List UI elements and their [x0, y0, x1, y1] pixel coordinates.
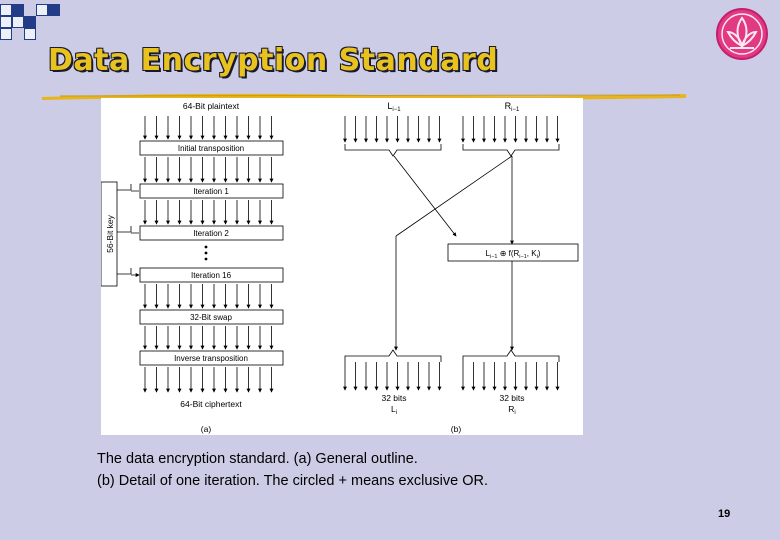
right-output-bits: 32 bits	[499, 393, 524, 403]
caption-line: The data encryption standard. (a) Genera…	[97, 451, 418, 467]
des-diagram: 64-Bit plaintext Initial transposition I…	[101, 98, 583, 435]
key-label: 56-Bit key	[105, 214, 115, 253]
merge-bracket	[462, 349, 560, 362]
crossover-lines	[393, 155, 514, 351]
xor-function-label: Li−1 ⊕ f(Ri−1, Ki)	[486, 249, 541, 260]
right-input-label: Ri−1	[505, 101, 520, 113]
left-input-label: Li−1	[387, 101, 401, 113]
box-label: 32-Bit swap	[190, 313, 232, 322]
plaintext-label: 64-Bit plaintext	[183, 101, 240, 111]
decor-square	[0, 28, 12, 40]
box-iteration-1	[139, 183, 284, 199]
panel-a-label: (a)	[201, 424, 212, 434]
box-label: Iteration 2	[193, 229, 229, 238]
merge-bracket	[344, 349, 442, 362]
xor-function-box	[447, 243, 579, 262]
left-output-label: Li	[391, 404, 397, 416]
figure-caption: The data encryption standard. (a) Genera…	[97, 448, 488, 492]
decor-square	[36, 4, 48, 16]
ellipsis-dots	[204, 245, 208, 261]
box-label: Iteration 1	[193, 187, 229, 196]
decor-square	[0, 4, 12, 16]
caption-line: (b) Detail of one iteration. The circled…	[97, 473, 489, 489]
panel-b-label: (b)	[451, 424, 462, 434]
merge-bracket	[462, 144, 560, 157]
page-number: 19	[718, 508, 731, 520]
decor-square	[0, 16, 12, 28]
decor-square	[48, 4, 60, 16]
right-output-label: Ri	[508, 404, 515, 416]
slide-title: Data Encryption Standard	[48, 43, 499, 78]
bit-arrows-a	[143, 116, 274, 393]
decor-square	[12, 16, 24, 28]
box-label: Initial transposition	[178, 144, 244, 153]
decor-square	[24, 28, 36, 40]
decor-square	[24, 16, 36, 28]
lotus-emblem-icon	[716, 8, 768, 60]
left-output-bits: 32 bits	[381, 393, 406, 403]
key-bracket	[101, 181, 139, 287]
decor-square	[12, 4, 24, 16]
box-32bit-swap	[139, 309, 284, 325]
ciphertext-label: 64-Bit ciphertext	[180, 399, 242, 409]
box-label: Inverse transposition	[174, 354, 248, 363]
box-iteration-2	[139, 225, 284, 241]
box-initial-transposition	[139, 140, 284, 156]
box-inverse-transposition	[139, 350, 284, 366]
merge-bracket	[344, 144, 442, 157]
box-label: Iteration 16	[191, 271, 232, 280]
